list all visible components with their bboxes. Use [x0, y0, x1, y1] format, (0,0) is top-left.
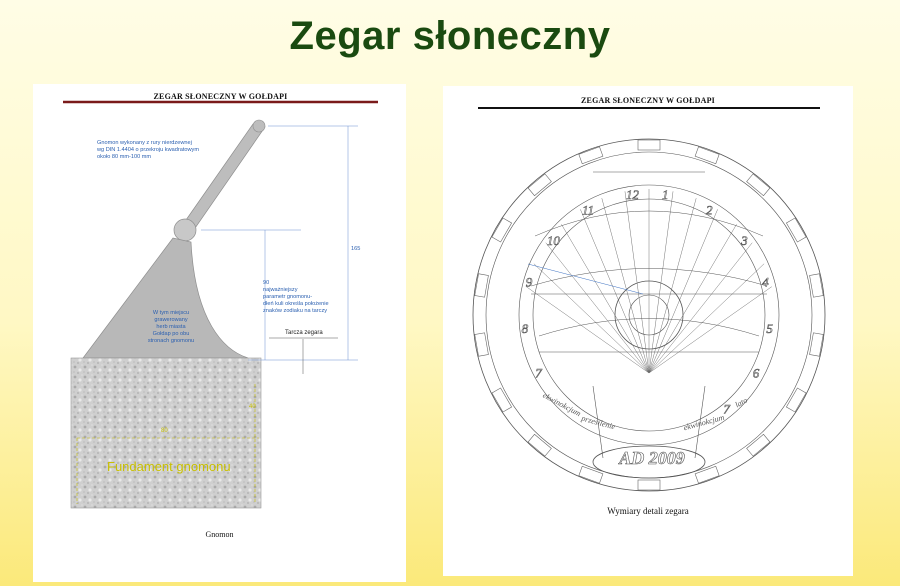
note-line: 90: [263, 280, 270, 286]
note-line: herb miasta: [156, 324, 186, 330]
ring-plaque: [746, 433, 771, 457]
ring-plaque: [527, 433, 552, 457]
note-line: znaków zodiaku na tarczy: [263, 308, 328, 314]
ring-plaque: [637, 139, 661, 151]
hour-line: [648, 191, 674, 374]
ring-plaque: [746, 173, 771, 197]
gnomon-tip: [252, 119, 266, 133]
ring-plaque: [491, 387, 513, 413]
note-line: W tym miejscu: [152, 310, 190, 316]
dial-caption: Wymiary detali zegara: [607, 506, 689, 516]
hour-line: [580, 209, 650, 374]
hour-line: [648, 198, 697, 374]
ring-plaque: [809, 273, 824, 298]
note-line: około 80 mm-100 mm: [97, 154, 152, 160]
note-line: Gołdap po obu: [152, 331, 190, 337]
dish-label: Tarcza zegara: [285, 330, 323, 336]
dial-year: AD 2009: [619, 448, 685, 469]
hour-numeral: 9: [526, 274, 533, 289]
hour-numeral: 11: [582, 202, 594, 217]
dial-outer-ring: [472, 138, 826, 492]
hour-line: [648, 263, 765, 374]
base-height: 40: [249, 404, 256, 410]
dial-word-left-1: ekwinokcjum: [541, 390, 583, 419]
note-line: wg DIN 1.4404 o przekroju kwadratowym: [97, 147, 199, 153]
ring-plaque: [578, 465, 604, 484]
base-width: 80: [161, 428, 168, 434]
base-label: Fundament gnomonu: [107, 459, 231, 474]
dimension-total: 165: [351, 246, 361, 252]
ring-plaque: [527, 173, 552, 197]
gnomon-material-note: Gnomon wykonany z rury nierdzewnej wg DI…: [97, 140, 237, 161]
ring-plaque: [809, 332, 824, 357]
note-line: dłeń kuli określa położenie: [263, 301, 329, 307]
note-line: najważniejszy: [263, 287, 298, 293]
slide-title: Zegar słoneczny: [289, 14, 611, 58]
gnomon-drawing: [63, 100, 378, 509]
ring-plaque: [578, 146, 604, 165]
hour-numeral: 2: [706, 202, 713, 217]
ring-plaque: [491, 217, 513, 243]
hour-line: [526, 286, 650, 374]
hour-line: [648, 242, 753, 374]
note-line: stronach gnomonu: [147, 338, 195, 344]
gnomon-param-note: 90 najważniejszy parametr gnomonu- dłeń …: [263, 280, 353, 315]
hour-numeral: 10: [547, 233, 561, 248]
hour-numeral: 4: [762, 274, 769, 289]
hour-numeral: 6: [753, 365, 760, 380]
hour-numeral: 8: [522, 321, 529, 336]
gnomon-caption: Gnomon: [205, 530, 234, 539]
hour-line: [601, 198, 650, 374]
dial-word-left-2: przesilenie: [580, 413, 617, 432]
hour-line: [648, 224, 737, 374]
ring-plaque: [694, 146, 720, 165]
dial-word-right-1: ekwinokcjum: [682, 412, 726, 433]
dial-word-right-2: lato: [733, 395, 749, 410]
ring-plaque: [637, 479, 661, 491]
dial-labels: AD 2009 ekwinokcjum przesilenie ekwinokc…: [443, 86, 853, 576]
gnomon-base: [70, 357, 262, 509]
hour-line: [624, 191, 650, 374]
gnomon-sheet-header: ZEGAR SŁONECZNY W GOŁDAPI: [153, 92, 288, 101]
ring-plaque: [474, 332, 489, 357]
ring-plaque: [474, 273, 489, 298]
hour-numeral: 7: [535, 365, 542, 380]
gnomon-sphere: [173, 218, 197, 242]
note-line: Gnomon wykonany z rury nierdzewnej: [97, 140, 192, 146]
hour-numeral: 1: [662, 187, 669, 202]
hour-numeral: 12: [626, 187, 640, 202]
hour-line: [648, 209, 718, 374]
gnomon-arms-note: W tym miejscu grawerowany herb miasta Go…: [131, 310, 211, 345]
hour-line: [648, 286, 772, 374]
gnomon-sheet: ZEGAR SŁONECZNY W GOŁDAPI: [33, 84, 406, 582]
dial-sheet-header: ZEGAR SŁONECZNY W GOŁDAPI: [581, 96, 715, 105]
hour-line: [561, 224, 650, 374]
hour-numeral: 3: [740, 233, 748, 248]
hour-line: [533, 263, 650, 374]
hour-line: [545, 242, 650, 374]
ring-plaque: [694, 465, 720, 484]
note-line: parametr gnomonu-: [263, 294, 313, 300]
ring-plaque: [785, 217, 807, 243]
hour-numeral: 5: [766, 321, 773, 336]
hour-numeral: 7: [723, 401, 730, 416]
note-line: grawerowany: [154, 317, 188, 323]
ring-plaque: [785, 387, 807, 413]
